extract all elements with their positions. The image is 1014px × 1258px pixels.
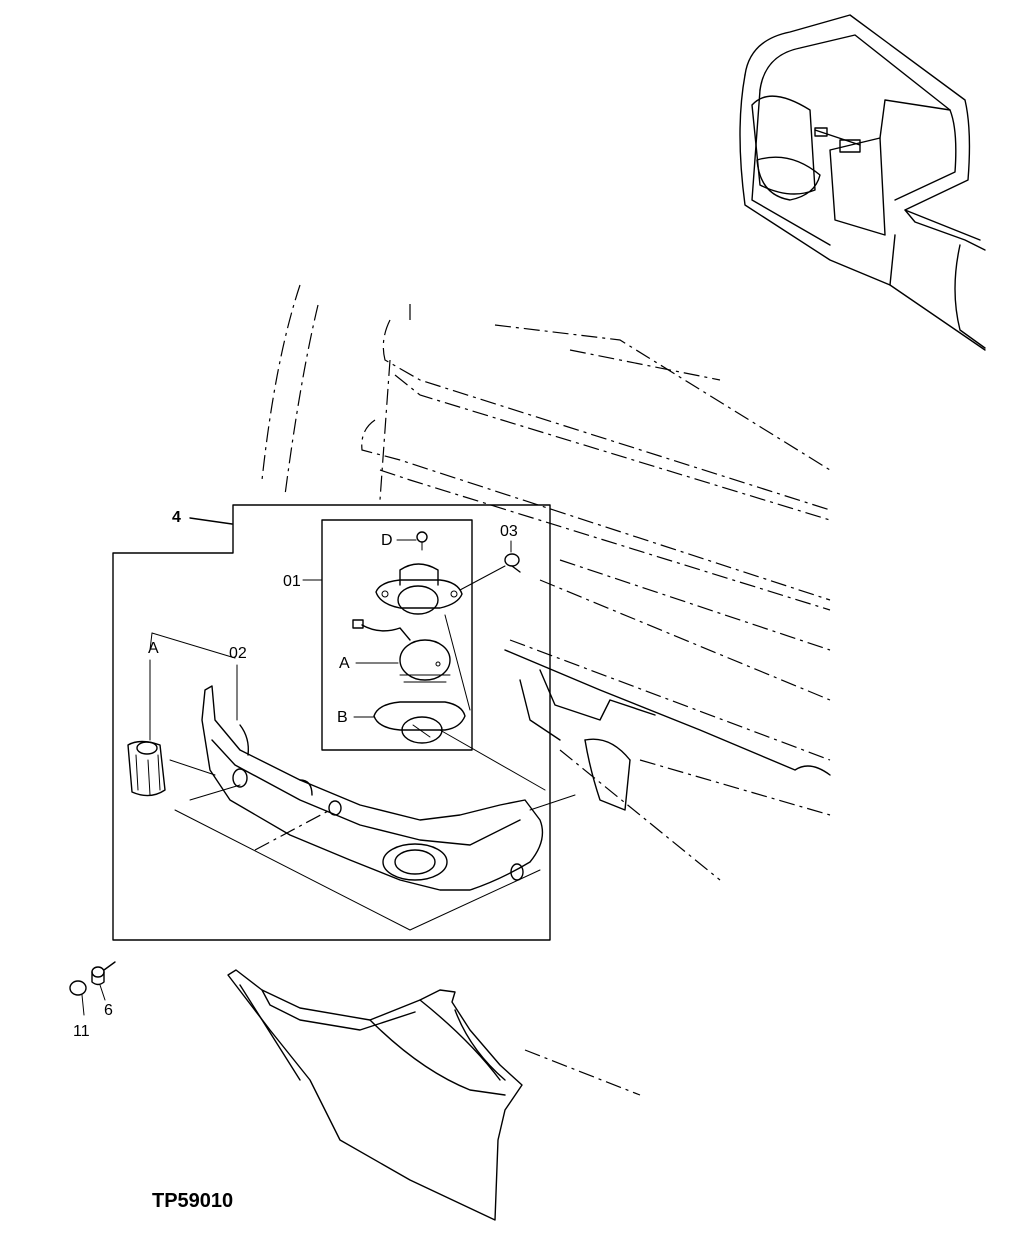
callout-4: 4 bbox=[172, 509, 181, 526]
callout-01: 01 bbox=[283, 573, 301, 590]
bracket: A 02 bbox=[127, 632, 576, 931]
lamp-detail-box: 01 D A B bbox=[283, 519, 473, 751]
screw-03: 03 bbox=[459, 523, 521, 591]
drawing-id: TP59010 bbox=[152, 1190, 233, 1212]
lamp-base: B bbox=[337, 614, 471, 744]
callout-03: 03 bbox=[500, 523, 518, 540]
letter-b: B bbox=[337, 709, 348, 726]
assembly-group: 4 bbox=[112, 504, 551, 941]
letter-d: D bbox=[381, 532, 393, 549]
lamp-housing-upper bbox=[375, 563, 463, 615]
letter-a-left: A bbox=[339, 655, 350, 672]
rubber-grommet bbox=[127, 740, 166, 797]
cover-panel bbox=[227, 969, 641, 1221]
callout-02: 02 bbox=[229, 645, 247, 662]
machine-cab bbox=[739, 14, 986, 351]
loose-hardware: 6 11 bbox=[69, 961, 116, 1040]
bolt-6: 6 bbox=[91, 961, 116, 1019]
machine-body bbox=[261, 284, 831, 881]
letter-a-upper: A bbox=[148, 640, 159, 657]
cap-11: 11 bbox=[69, 980, 90, 1040]
callout-11: 11 bbox=[73, 1023, 90, 1040]
lamp-bulb: A bbox=[339, 619, 451, 683]
callout-6: 6 bbox=[104, 1002, 113, 1019]
